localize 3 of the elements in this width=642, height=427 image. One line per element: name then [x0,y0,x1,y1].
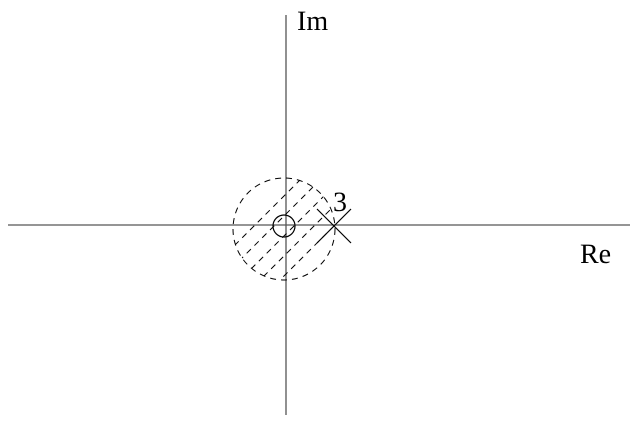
multiplicity-label: 3 [333,189,347,217]
axis-label: Im [297,8,328,36]
axis-label: Re [580,241,612,269]
